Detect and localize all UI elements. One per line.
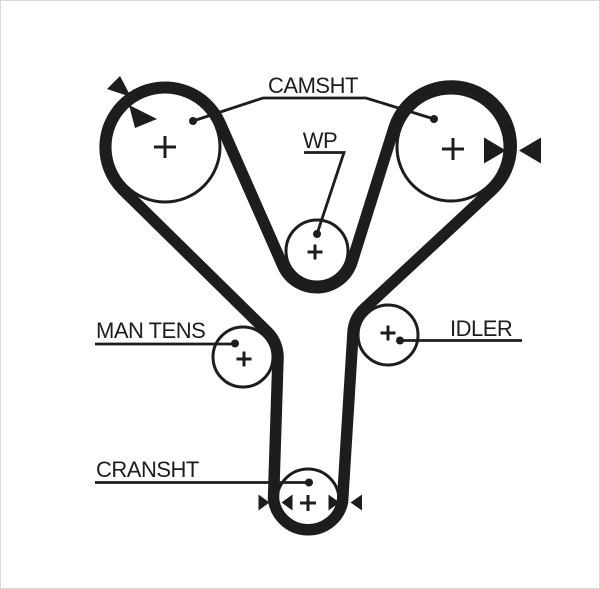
pulley-water-pump	[284, 218, 350, 284]
pulley-camshaft-left	[108, 90, 222, 204]
center-mark-water-pump	[307, 244, 323, 260]
timing-mark-arrow-camshaft-right-right	[519, 137, 541, 164]
timing-mark-arrow-crankshaft-left-b	[281, 494, 293, 511]
leader-dot-manual-tensioner	[231, 339, 239, 348]
center-mark-manual-tensioner	[236, 351, 252, 367]
leader-dot-idler	[396, 336, 404, 345]
leader-camshaft	[192, 96, 435, 123]
pulley-idler	[356, 303, 420, 367]
label-camshaft: CAMSHT	[268, 73, 358, 98]
leader-water-pump	[304, 151, 346, 235]
timing-mark-arrow-crankshaft-left-a	[258, 494, 270, 511]
center-mark-idler	[380, 325, 396, 341]
center-mark-camshaft-left	[154, 136, 176, 158]
label-idler: IDLER	[450, 316, 512, 341]
center-mark-crankshaft	[300, 495, 316, 511]
timing-mark-arrow-camshaft-right-left	[484, 137, 506, 164]
label-manual-tensioner: MAN TENS	[96, 318, 205, 343]
pulley-manual-tensioner	[211, 325, 275, 389]
leader-dot-crankshaft	[305, 478, 313, 487]
center-mark-camshaft-right	[442, 138, 464, 160]
timing-mark-arrow-camshaft-left-outer	[107, 76, 131, 97]
timing-mark-arrow-crankshaft-right-a	[328, 494, 340, 511]
label-crankshaft: CRANSHT	[96, 457, 199, 482]
pulley-camshaft-right	[395, 91, 507, 203]
pulley-crankshaft	[275, 467, 341, 533]
timing-mark-arrow-crankshaft-right-b	[350, 494, 362, 511]
label-water-pump: WP	[303, 128, 337, 153]
leader-dot-camshaft-right	[430, 115, 438, 123]
leader-dot-camshaft-left	[189, 117, 197, 125]
leader-dot-water-pump	[313, 230, 321, 238]
timing-mark-arrow-camshaft-left-inner	[129, 105, 157, 128]
